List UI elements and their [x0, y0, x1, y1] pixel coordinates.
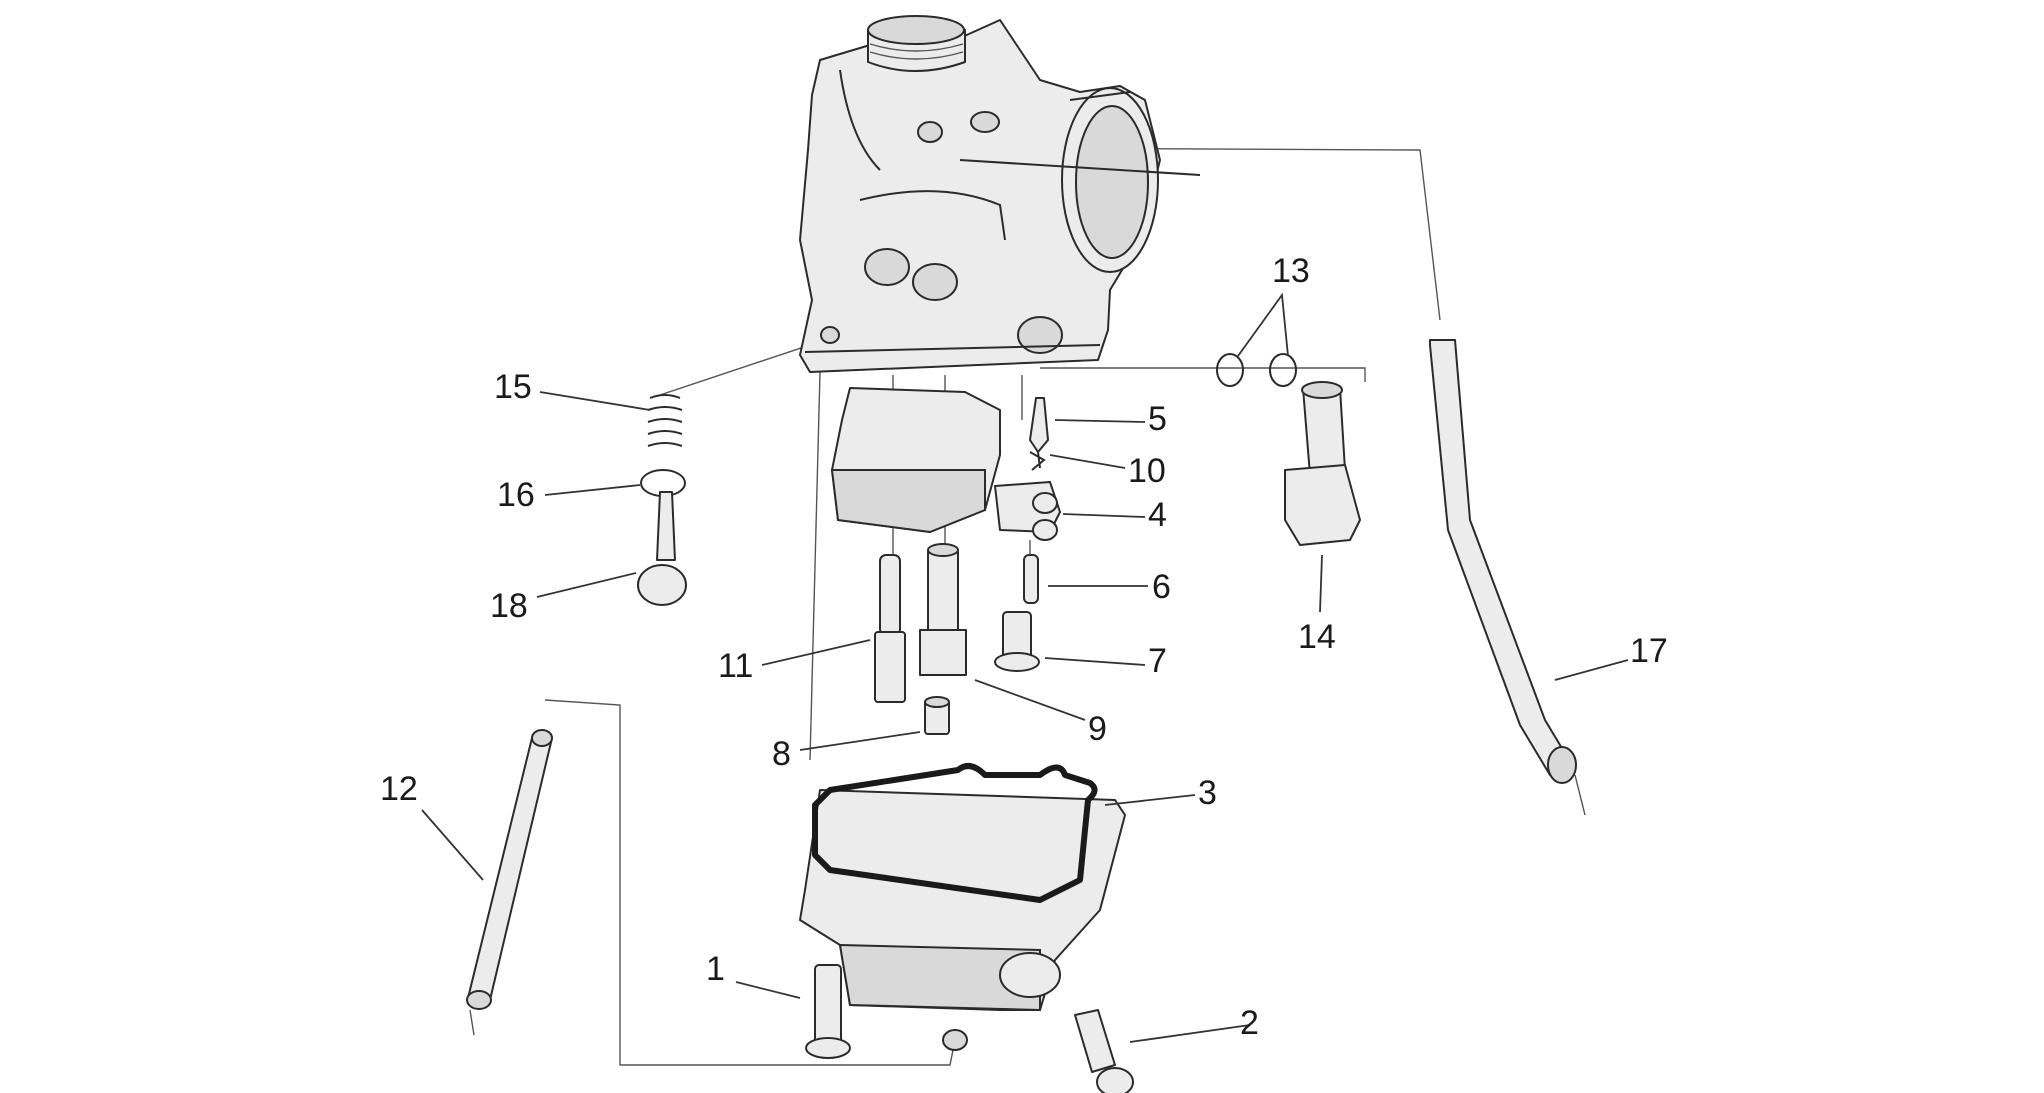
callout-4: 4 — [1148, 496, 1167, 534]
part-4-float-pin — [1032, 492, 1058, 541]
callout-6: 6 — [1152, 568, 1171, 606]
part-18-idle-screw — [637, 491, 687, 606]
part-13-o-rings — [1216, 353, 1297, 387]
callout-17: 17 — [1630, 632, 1668, 670]
part-8-main-jet — [924, 696, 950, 735]
part-10-clip — [1029, 451, 1046, 471]
carburetor-body — [799, 15, 1201, 373]
callout-18: 18 — [490, 587, 528, 625]
callout-11: 11 — [718, 647, 753, 685]
part-3-bowl-gasket — [812, 763, 1098, 903]
callout-2: 2 — [1240, 1004, 1259, 1042]
leader-lines — [421, 292, 1629, 1043]
callout-10: 10 — [1128, 452, 1166, 490]
float-assembly — [830, 387, 1061, 534]
callout-12: 12 — [380, 770, 418, 808]
callout-labels: 1 2 3 4 5 6 7 8 9 10 11 12 13 14 15 16 1… — [380, 252, 1668, 1042]
callout-5: 5 — [1148, 400, 1167, 438]
part-14-hose-fitting — [1284, 381, 1361, 546]
part-12-drain-hose — [466, 729, 553, 1010]
float-bowl — [799, 789, 1126, 1051]
callout-8: 8 — [772, 735, 791, 773]
part-2-drain-screw — [1074, 1009, 1134, 1093]
callout-16: 16 — [497, 476, 535, 514]
part-15-spring — [647, 394, 683, 447]
part-5-needle-valve — [1029, 397, 1049, 469]
callout-14: 14 — [1298, 618, 1336, 656]
part-6-pin — [1023, 554, 1039, 604]
callout-7: 7 — [1148, 642, 1167, 680]
part-17-vent-hose — [1429, 339, 1577, 784]
callout-3: 3 — [1198, 774, 1217, 812]
part-9-jet-holder — [919, 543, 967, 676]
callout-1: 1 — [706, 950, 725, 988]
part-11-emulsion-tube — [874, 554, 906, 703]
part-7-plug-screw — [994, 611, 1040, 672]
part-1-bowl-screw — [805, 964, 851, 1059]
callout-13: 13 — [1272, 252, 1310, 290]
callout-15: 15 — [494, 368, 532, 406]
callout-9: 9 — [1088, 710, 1107, 748]
